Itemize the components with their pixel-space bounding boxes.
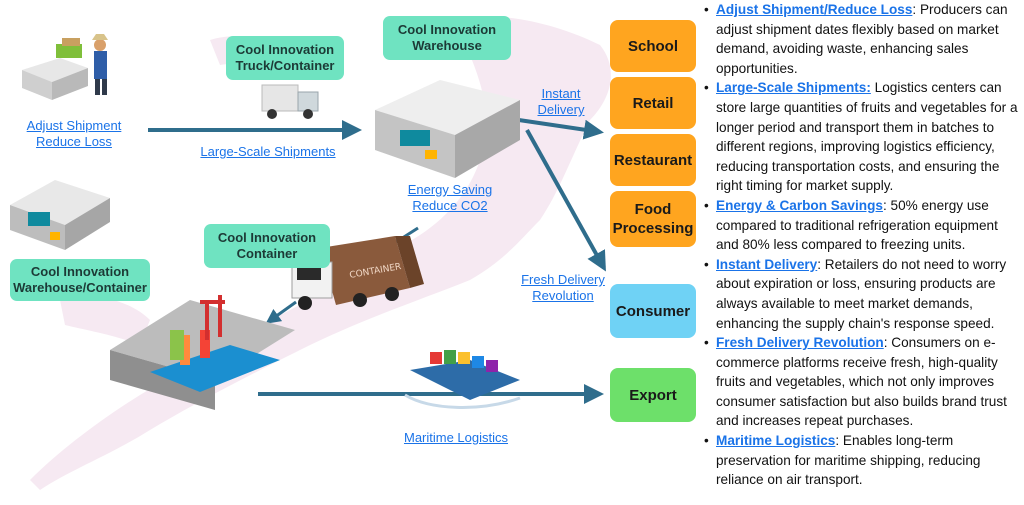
pill-cool-warehouse: Cool Innovation Warehouse bbox=[383, 16, 511, 60]
dest-retail: Retail bbox=[610, 77, 696, 129]
note-item: Large-Scale Shipments: Logistics centers… bbox=[704, 78, 1020, 196]
note-text: : Producers can adjust shipment dates fl… bbox=[716, 2, 1008, 76]
note-text: Logistics centers can store large quanti… bbox=[716, 80, 1018, 194]
dest-school: School bbox=[610, 20, 696, 72]
link-fresh-delivery[interactable]: Fresh Delivery Revolution bbox=[521, 272, 605, 303]
truck-icon bbox=[261, 84, 319, 119]
note-item: Fresh Delivery Revolution: Consumers on … bbox=[704, 333, 1020, 431]
farmer-with-produce-icon bbox=[22, 34, 108, 100]
benefits-notes-list: Adjust Shipment/Reduce Loss: Producers c… bbox=[704, 0, 1020, 490]
note-text: : Consumers on e-commerce platforms rece… bbox=[716, 335, 1007, 429]
note-text: : Enables long-term preservation for mar… bbox=[716, 433, 981, 488]
warehouse-left-icon bbox=[10, 180, 110, 250]
note-text: : 50% energy use compared to traditional… bbox=[716, 197, 998, 253]
link-adjust-shipment[interactable]: Adjust Shipment Reduce Loss bbox=[26, 118, 122, 149]
note-title[interactable]: Instant Delivery bbox=[716, 256, 818, 272]
note-item: Instant Delivery: Retailers do not need … bbox=[704, 255, 1020, 333]
japan-map-background bbox=[30, 16, 611, 490]
note-title[interactable]: Adjust Shipment/Reduce Loss bbox=[716, 2, 913, 17]
pill-cool-container: Cool Innovation Container bbox=[204, 224, 330, 268]
warehouse-center-icon bbox=[375, 80, 520, 178]
dest-consumer: Consumer bbox=[610, 284, 696, 338]
note-item: Energy & Carbon Savings: 50% energy use … bbox=[704, 196, 1020, 255]
note-text: : Retailers do not need to worry about e… bbox=[716, 256, 1007, 331]
pill-cool-warehouse-container: Cool Innovation Warehouse/Container bbox=[10, 259, 150, 301]
link-instant-delivery[interactable]: Instant Delivery bbox=[537, 86, 585, 117]
note-item: Adjust Shipment/Reduce Loss: Producers c… bbox=[704, 0, 1020, 78]
note-title[interactable]: Energy & Carbon Savings bbox=[716, 197, 883, 213]
dest-restaurant: Restaurant bbox=[610, 134, 696, 186]
arrow-to-consumer bbox=[525, 129, 606, 272]
dest-food-processing: Food Processing bbox=[610, 191, 696, 247]
arrow-container-to-port bbox=[265, 300, 297, 324]
link-energy-saving[interactable]: Energy Saving Reduce CO2 bbox=[407, 182, 493, 213]
japan-island-south bbox=[60, 296, 150, 345]
port-crane-icon bbox=[110, 295, 295, 410]
cargo-ship-icon bbox=[404, 350, 521, 409]
link-maritime-logistics[interactable]: Maritime Logistics bbox=[403, 430, 509, 445]
note-title[interactable]: Fresh Delivery Revolution bbox=[716, 335, 884, 351]
link-large-scale-shipments[interactable]: Large-Scale Shipments bbox=[200, 144, 336, 159]
note-item: Maritime Logistics: Enables long-term pr… bbox=[704, 431, 1020, 490]
arrow-to-school bbox=[511, 117, 604, 140]
pill-cool-truck-container: Cool Innovation Truck/Container bbox=[226, 36, 344, 80]
dest-export: Export bbox=[610, 368, 696, 422]
note-title[interactable]: Maritime Logistics bbox=[716, 433, 836, 449]
note-title[interactable]: Large-Scale Shipments: bbox=[716, 80, 871, 96]
